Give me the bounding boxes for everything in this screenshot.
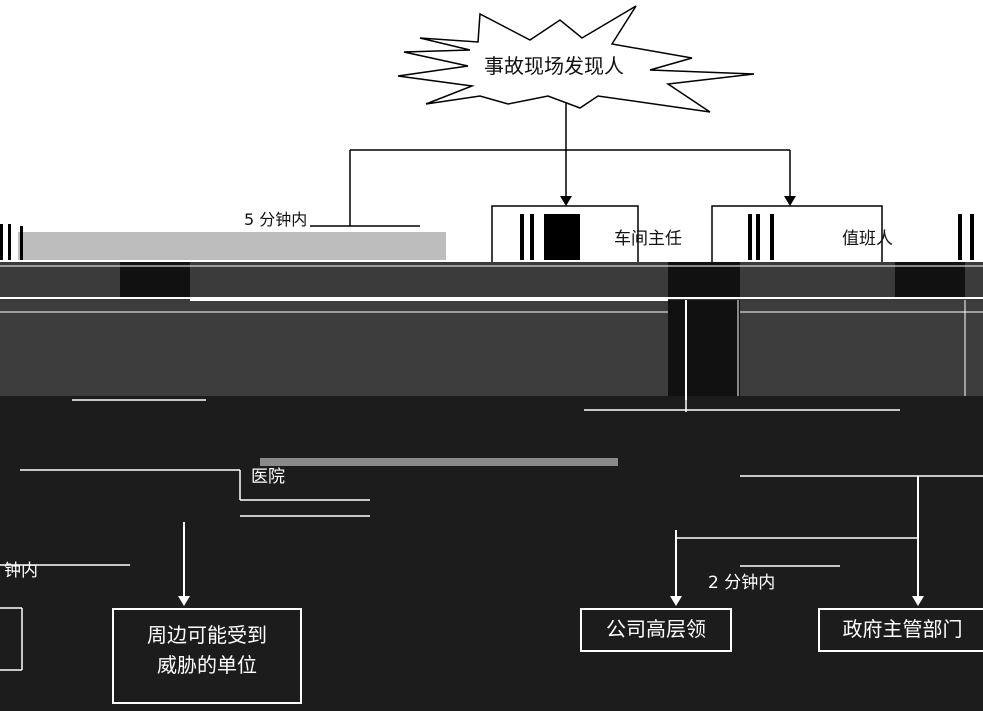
label-2-minutes: 2 分钟内 (708, 573, 776, 593)
light-bar (18, 232, 446, 260)
node-discoverer: 事故现场发现人 (484, 54, 624, 78)
dark-region (0, 396, 983, 711)
node-nearby-units: 周边可能受到威胁的单位 (112, 608, 302, 704)
node-hospital: 医院 (238, 466, 298, 494)
gray-region (0, 302, 983, 396)
node-nearby-units-label: 周边可能受到威胁的单位 (147, 623, 267, 677)
label-5-minutes: 5 分钟内 (244, 210, 308, 229)
node-gov-department: 政府主管部门 (818, 608, 983, 652)
node-company-leaders: 公司高层领 (580, 608, 732, 652)
node-duty-person: 值班人 (842, 229, 893, 249)
node-company-leaders-label: 公司高层领 (606, 617, 706, 641)
label-within-left: 钟内 (4, 561, 38, 581)
node-workshop-director: 车间主任 (614, 229, 682, 249)
node-gov-department-label: 政府主管部门 (842, 617, 963, 640)
node-hospital-label: 医院 (251, 467, 285, 487)
starburst-shape (397, 5, 755, 113)
